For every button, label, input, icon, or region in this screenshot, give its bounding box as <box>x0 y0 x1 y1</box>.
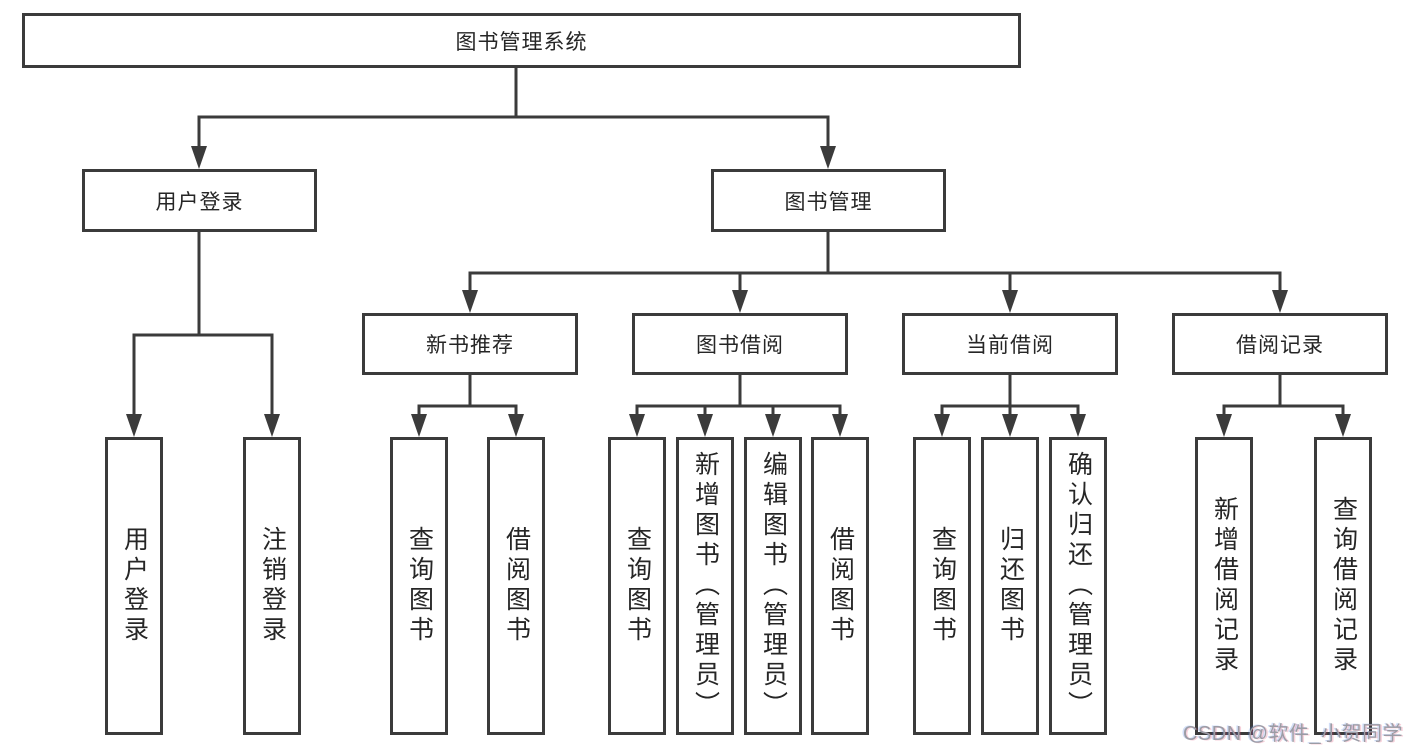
node-label: 当前借阅 <box>966 334 1054 357</box>
leaf-add-books-admin: 新增图书（管理员） <box>676 437 734 735</box>
arrow-down-icon <box>126 414 142 437</box>
leaf-borrow-books-recommend: 借阅图书 <box>487 437 545 735</box>
arrow-down-icon <box>1070 414 1086 437</box>
arrow-down-icon <box>1335 414 1351 437</box>
arrow-down-icon <box>832 414 848 437</box>
node-label: 归还图书 <box>996 526 1025 646</box>
node-label: 借阅图书 <box>502 526 531 646</box>
connector-book-borrow-children <box>635 375 842 416</box>
leaf-query-books-borrow: 查询图书 <box>608 437 666 735</box>
arrow-down-icon <box>1002 414 1018 437</box>
node-label: 图书管理系统 <box>455 30 588 54</box>
arrow-down-icon <box>629 414 645 437</box>
arrow-down-icon <box>732 290 748 313</box>
arrow-down-icon <box>1002 290 1018 313</box>
node-borrow-records: 借阅记录 <box>1172 313 1388 375</box>
arrow-down-icon <box>191 146 207 169</box>
connector-current-borrow-children <box>940 375 1080 416</box>
node-label: 新增图书（管理员） <box>691 451 720 721</box>
leaf-confirm-return-admin: 确认归还（管理员） <box>1049 437 1107 735</box>
node-label: 编辑图书（管理员） <box>759 451 788 721</box>
node-label: 用户登录 <box>155 190 244 214</box>
node-user-login: 用户登录 <box>82 169 317 232</box>
arrow-down-icon <box>765 414 781 437</box>
node-label: 查询图书 <box>928 526 957 646</box>
leaf-user-login: 用户登录 <box>105 437 163 735</box>
arrow-down-icon <box>697 414 713 437</box>
leaf-query-books-recommend: 查询图书 <box>390 437 448 735</box>
node-label: 用户登录 <box>120 526 149 646</box>
node-label: 查询图书 <box>623 526 652 646</box>
node-label: 新书推荐 <box>426 334 514 357</box>
node-label: 新增借阅记录 <box>1210 496 1239 676</box>
arrow-down-icon <box>462 290 478 313</box>
node-label: 注销登录 <box>258 526 287 646</box>
connector-borrow-records-children <box>1222 375 1345 416</box>
node-label: 查询借阅记录 <box>1329 496 1358 676</box>
node-label: 图书借阅 <box>696 334 784 357</box>
node-label: 查询图书 <box>405 526 434 646</box>
arrow-down-icon <box>934 414 950 437</box>
csdn-watermark: CSDN @软件_小贺同学 <box>1183 723 1404 745</box>
leaf-logout: 注销登录 <box>243 437 301 735</box>
connector-book-management-children <box>468 232 1282 292</box>
connector-root-to-level2 <box>197 68 830 148</box>
node-book-management: 图书管理 <box>711 169 946 232</box>
leaf-edit-books-admin: 编辑图书（管理员） <box>744 437 802 735</box>
node-label: 借阅记录 <box>1236 334 1324 357</box>
leaf-add-borrow-record: 新增借阅记录 <box>1195 437 1253 735</box>
arrow-down-icon <box>1216 414 1232 437</box>
leaf-query-borrow-record: 查询借阅记录 <box>1314 437 1372 735</box>
node-label: 借阅图书 <box>826 526 855 646</box>
node-current-borrow: 当前借阅 <box>902 313 1118 375</box>
leaf-query-books-current: 查询图书 <box>913 437 971 735</box>
node-label: 确认归还（管理员） <box>1064 451 1093 721</box>
node-library-system: 图书管理系统 <box>22 13 1021 68</box>
connector-user-login-children <box>132 232 274 416</box>
arrow-down-icon <box>264 414 280 437</box>
arrow-down-icon <box>508 414 524 437</box>
arrow-down-icon <box>411 414 427 437</box>
leaf-return-books: 归还图书 <box>981 437 1039 735</box>
node-label: 图书管理 <box>784 190 873 214</box>
node-book-borrow: 图书借阅 <box>632 313 848 375</box>
node-new-book-recommend: 新书推荐 <box>362 313 578 375</box>
arrow-down-icon <box>820 146 836 169</box>
connector-new-book-children <box>417 375 518 416</box>
arrow-down-icon <box>1272 290 1288 313</box>
leaf-borrow-books: 借阅图书 <box>811 437 869 735</box>
